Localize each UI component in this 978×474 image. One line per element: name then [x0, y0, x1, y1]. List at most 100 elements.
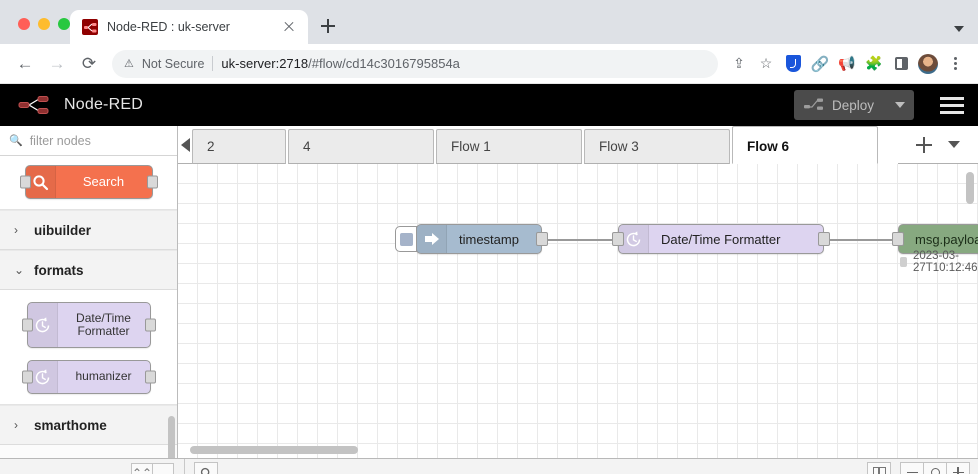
flow-tab-flow-6[interactable]: Flow 6: [732, 126, 878, 164]
palette-node-label: Search: [82, 173, 125, 189]
collapse-all-button[interactable]: ⌃⌃: [131, 462, 153, 474]
palette-category-uibuilder[interactable]: › uibuilder: [0, 210, 177, 250]
palette-category-label: uibuilder: [34, 222, 91, 238]
flow-tab-label: Flow 3: [599, 139, 639, 154]
node-palette: 🔍 filter nodes Search: [0, 126, 178, 458]
deploy-node-icon: [803, 97, 824, 114]
flow-tab-label: 4: [303, 139, 311, 154]
node-red-logo-icon: [18, 94, 54, 116]
palette-category-formats[interactable]: ⌄ formats: [0, 250, 177, 290]
flow-workspace: 2 4 Flow 1 Flow 3 Flow 6: [178, 126, 978, 458]
footer-zoom-controls: [867, 461, 970, 474]
tab-search-chevron-icon[interactable]: [954, 26, 964, 32]
node-input-port: [19, 175, 31, 189]
main-menu-button[interactable]: [940, 96, 964, 114]
megaphone-extension-icon[interactable]: 📢: [838, 55, 856, 71]
inject-arrow-icon: [417, 225, 447, 253]
palette-node-search[interactable]: Search: [19, 165, 158, 199]
wire-inject-to-datetime: [540, 239, 612, 241]
flow-node-inject[interactable]: timestamp: [395, 224, 548, 254]
flow-canvas[interactable]: timestamp Date/Time Formatter: [178, 164, 978, 458]
zoom-out-icon: [906, 471, 918, 474]
flow-tab-2[interactable]: 2: [192, 129, 286, 164]
browser-tab[interactable]: Node-RED : uk-server: [70, 10, 308, 44]
deploy-main-action[interactable]: Deploy: [794, 90, 886, 120]
status-dot-icon: [900, 257, 907, 267]
flow-tab-label: 2: [207, 139, 215, 154]
maximize-window-button[interactable]: [58, 18, 70, 30]
double-chevron-down-icon: ⌄⌄: [152, 465, 174, 474]
node-input-port: [21, 318, 33, 332]
deploy-dropdown-button[interactable]: [886, 90, 914, 120]
palette-node-label: Date/Time Formatter: [76, 310, 131, 338]
node-output-port[interactable]: [818, 232, 830, 246]
new-tab-button[interactable]: [314, 12, 342, 40]
node-output-port: [144, 370, 156, 384]
share-icon[interactable]: ⇪: [733, 55, 745, 71]
palette-filter-row[interactable]: 🔍 filter nodes: [0, 126, 177, 156]
node-input-port[interactable]: [612, 232, 624, 246]
palette-category-smarthome[interactable]: › smarthome: [0, 405, 177, 445]
minimize-window-button[interactable]: [38, 18, 50, 30]
chrome-menu-icon[interactable]: [942, 51, 968, 77]
palette-scrollbar[interactable]: [168, 416, 175, 458]
zoom-out-button[interactable]: [900, 461, 924, 474]
clock-icon: [619, 225, 649, 253]
palette-filter-input[interactable]: filter nodes: [29, 133, 91, 148]
double-chevron-up-icon: ⌃⌃: [131, 465, 153, 474]
url-host: uk-server:2718: [221, 56, 309, 71]
chevron-right-icon: ›: [14, 418, 18, 432]
palette-collapse-controls: ⌃⌃ ⌄⌄: [131, 462, 174, 474]
canvas-horizontal-scrollbar[interactable]: [190, 446, 358, 454]
chevron-down-icon: ⌄: [14, 263, 25, 277]
zoom-in-button[interactable]: [946, 461, 970, 474]
flow-node-debug[interactable]: msg.payload: [892, 224, 978, 254]
footer-search-button[interactable]: [194, 461, 218, 474]
node-input-port[interactable]: [892, 232, 904, 246]
node-input-port: [21, 370, 33, 384]
palette-search-group: Search: [0, 156, 177, 210]
node-output-port[interactable]: [536, 232, 548, 246]
palette-node-humanizer[interactable]: humanizer: [21, 360, 156, 394]
flow-tab-4[interactable]: 4: [288, 129, 434, 164]
palette-category-label: formats: [34, 262, 84, 278]
node-output-port: [144, 318, 156, 332]
close-tab-icon[interactable]: [280, 18, 298, 36]
zoom-reset-button[interactable]: [923, 461, 947, 474]
flow-tabs: 2 4 Flow 1 Flow 3 Flow 6: [192, 126, 898, 164]
scroll-left-arrow-icon: [180, 137, 190, 152]
expand-all-button[interactable]: ⌄⌄: [152, 462, 174, 474]
inject-trigger-button[interactable]: [395, 226, 417, 252]
palette-formats-nodes: Date/Time Formatter humanizer: [0, 290, 177, 405]
chevron-down-icon: [895, 102, 905, 108]
security-status-label: Not Secure: [141, 56, 205, 71]
flow-node-datetime-formatter[interactable]: Date/Time Formatter: [612, 224, 830, 254]
deploy-button[interactable]: Deploy: [793, 90, 914, 120]
chevron-down-icon[interactable]: [948, 141, 960, 148]
flow-tab-label: Flow 1: [451, 139, 491, 154]
canvas-vertical-scrollbar[interactable]: [966, 172, 974, 204]
chevron-right-icon: ›: [14, 223, 18, 237]
add-flow-icon[interactable]: [916, 136, 932, 153]
tabs-scroll-left-button[interactable]: [178, 126, 192, 164]
reload-button[interactable]: ⟳: [81, 53, 97, 73]
flow-tab-flow-3[interactable]: Flow 3: [584, 129, 730, 164]
flow-node-debug-status: 2023-03-27T10:12:46.986Z: [900, 250, 978, 274]
profile-avatar[interactable]: [915, 51, 941, 77]
node-output-port: [146, 175, 158, 189]
back-button[interactable]: ←: [16, 53, 34, 73]
shield-extension-icon[interactable]: [780, 51, 806, 77]
palette-node-datetime-formatter[interactable]: Date/Time Formatter: [21, 302, 156, 348]
bookmark-star-icon[interactable]: ☆: [759, 55, 773, 71]
puzzle-extensions-icon[interactable]: 🧩: [865, 55, 883, 71]
editor-footer: ⌃⌃ ⌄⌄: [0, 458, 978, 474]
address-bar[interactable]: ⚠ Not Secure uk-server:2718/#flow/cd14c3…: [112, 49, 718, 78]
flow-tab-flow-1[interactable]: Flow 1: [436, 129, 582, 164]
forward-button[interactable]: →: [48, 53, 66, 73]
palette-scroll-area: Search › uibuilder ⌄ formats: [0, 156, 177, 458]
side-panel-icon[interactable]: [888, 51, 914, 77]
browser-tab-title: Node-RED : uk-server: [107, 20, 230, 34]
close-window-button[interactable]: [18, 18, 30, 30]
link-extension-icon[interactable]: 🔗: [810, 55, 830, 73]
navigator-button[interactable]: [867, 461, 891, 474]
